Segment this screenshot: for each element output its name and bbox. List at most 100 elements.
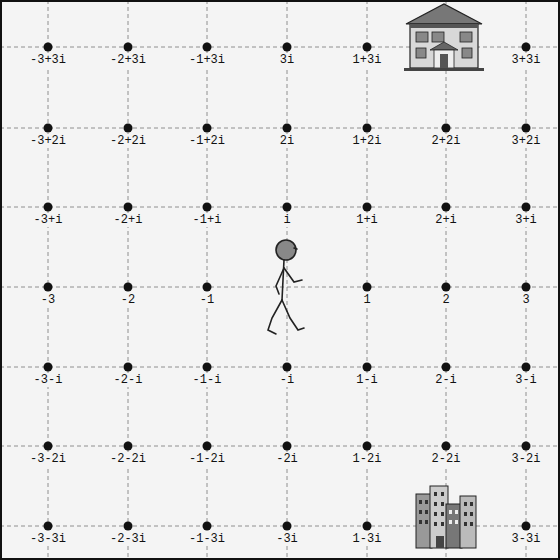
grid-point <box>363 203 372 212</box>
grid-point <box>124 363 133 372</box>
grid-point <box>44 522 53 531</box>
grid-line <box>526 0 527 560</box>
point-label: 1-2i <box>352 452 383 466</box>
grid-point <box>363 283 372 292</box>
point-label: -3+3i <box>29 53 67 67</box>
point-label: -2+2i <box>109 134 147 148</box>
point-label: i <box>282 213 291 227</box>
grid-line <box>0 128 560 129</box>
grid-point <box>522 442 531 451</box>
point-label: -3+2i <box>29 134 67 148</box>
point-label: 1+i <box>355 213 379 227</box>
grid-point <box>203 283 212 292</box>
grid-point <box>442 203 451 212</box>
grid-point <box>442 363 451 372</box>
point-label: 2 <box>441 293 450 307</box>
grid-point <box>442 124 451 133</box>
grid-point <box>203 203 212 212</box>
grid-point <box>283 124 292 133</box>
point-label: -1 <box>199 293 215 307</box>
grid-point <box>203 124 212 133</box>
point-label: -1-i <box>192 373 223 387</box>
point-label: -1+2i <box>188 134 226 148</box>
grid-point <box>522 43 531 52</box>
grid-line <box>48 0 49 560</box>
point-label: -2-i <box>113 373 144 387</box>
grid-point <box>124 283 133 292</box>
grid-point <box>283 203 292 212</box>
city-icon <box>416 486 476 548</box>
grid-point <box>522 124 531 133</box>
grid-point <box>203 43 212 52</box>
grid-line <box>0 367 560 368</box>
grid-point <box>363 442 372 451</box>
point-label: -3-i <box>33 373 64 387</box>
grid-point <box>44 124 53 133</box>
point-label: 3-2i <box>511 452 542 466</box>
point-label: -3-2i <box>29 452 67 466</box>
point-label: 1-i <box>355 373 379 387</box>
point-label: 1 <box>362 293 371 307</box>
point-label: -1+i <box>192 213 223 227</box>
point-label: 3+2i <box>511 134 542 148</box>
point-label: 3-i <box>514 373 538 387</box>
grid-point <box>124 43 133 52</box>
grid-line <box>0 207 560 208</box>
grid-line <box>446 0 447 560</box>
walking-person <box>268 240 304 334</box>
grid-point <box>363 43 372 52</box>
point-label: -1+3i <box>188 53 226 67</box>
point-label: 1+3i <box>352 53 383 67</box>
point-label: -2-2i <box>109 452 147 466</box>
grid-line <box>128 0 129 560</box>
grid-point <box>522 522 531 531</box>
point-label: 3i <box>279 53 295 67</box>
grid-point <box>44 363 53 372</box>
point-label: -3-3i <box>29 532 67 546</box>
grid-point <box>44 203 53 212</box>
point-label: -1-2i <box>188 452 226 466</box>
grid-point <box>124 522 133 531</box>
point-label: 3+3i <box>511 53 542 67</box>
grid-point <box>363 522 372 531</box>
point-label: 2+2i <box>431 134 462 148</box>
point-label: -2+i <box>113 213 144 227</box>
point-label: 2-2i <box>431 452 462 466</box>
point-label: 2-i <box>434 373 458 387</box>
grid-point <box>203 363 212 372</box>
grid-point <box>44 43 53 52</box>
grid-point <box>283 442 292 451</box>
point-label: -3 <box>40 293 56 307</box>
grid-point <box>283 43 292 52</box>
grid-point <box>363 363 372 372</box>
point-label: 3 <box>521 293 530 307</box>
point-label: 2i <box>279 134 295 148</box>
grid-line <box>287 0 288 560</box>
grid-point <box>522 283 531 292</box>
grid-point <box>124 203 133 212</box>
grid-dots <box>44 43 531 531</box>
house-icon <box>404 4 484 71</box>
grid-point <box>44 283 53 292</box>
point-label: -1-3i <box>188 532 226 546</box>
grid-point <box>124 124 133 133</box>
grid-point <box>442 283 451 292</box>
point-label: -i <box>279 373 295 387</box>
grid-point <box>283 522 292 531</box>
point-label: 3-3i <box>511 532 542 546</box>
grid-point <box>283 363 292 372</box>
grid-point <box>203 522 212 531</box>
grid-line <box>0 287 560 288</box>
grid-point <box>363 124 372 133</box>
grid-point <box>442 442 451 451</box>
grid-line <box>207 0 208 560</box>
grid-point <box>203 442 212 451</box>
grid-line <box>0 446 560 447</box>
point-label: -2-3i <box>109 532 147 546</box>
point-label: -3i <box>275 532 299 546</box>
point-label: -3+i <box>33 213 64 227</box>
point-label: 2+i <box>434 213 458 227</box>
point-label: -2+3i <box>109 53 147 67</box>
